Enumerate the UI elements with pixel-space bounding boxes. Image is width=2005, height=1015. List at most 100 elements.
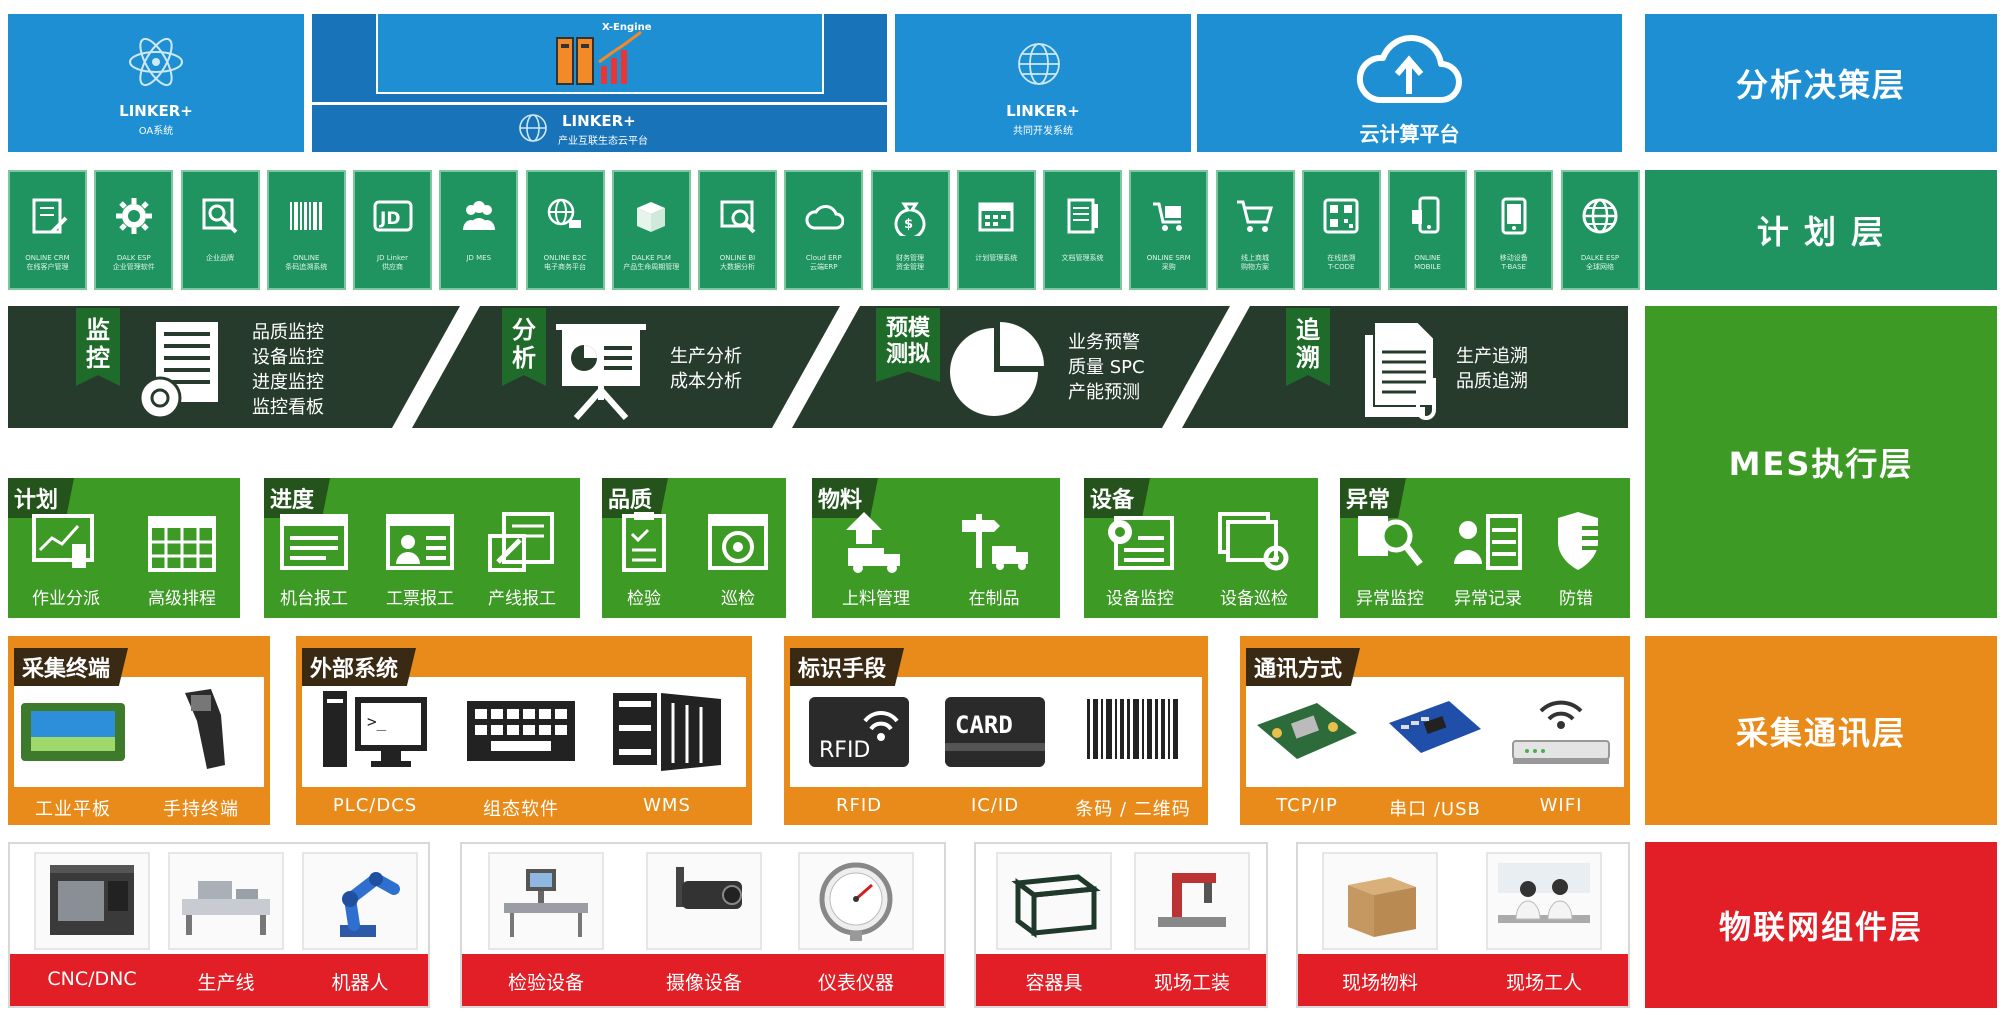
tablet-icon xyxy=(1501,197,1527,235)
collect-item-wifi: WIFI xyxy=(1496,685,1626,816)
iot-group-instruments: 检验设备 摄像设备 仪表仪器 xyxy=(460,842,946,1008)
inspection-device-picture xyxy=(488,852,604,950)
iot-item-worker: 现场工人 xyxy=(1484,852,1604,995)
clipboard-pen-icon xyxy=(488,512,554,572)
camera-list-icon xyxy=(1108,516,1174,570)
collect-item-label: WMS xyxy=(643,795,691,816)
cloud-platform-panel: 云计算平台 xyxy=(1197,14,1622,152)
document-edit-icon xyxy=(32,198,67,234)
collect-comm-panel: 通讯方式 TCP/IP 串口 /USB WIFI xyxy=(1240,636,1630,825)
mes-item-label: 产线报工 xyxy=(488,589,556,609)
svg-text:JD: JD xyxy=(379,209,400,229)
gateway-name: 共同开发系统 xyxy=(1013,126,1073,137)
collect-external-tag: 外部系统 xyxy=(302,648,417,686)
search-window-icon xyxy=(720,200,755,234)
collect-comm-tag: 通讯方式 xyxy=(1246,648,1361,686)
mes-item-label: 上料管理 xyxy=(842,589,910,609)
oa-system-panel: LINKER+ OA系统 xyxy=(8,14,304,152)
mes-quality-panel: 品质 检验 巡检 xyxy=(602,478,786,618)
mes-equipment-tag: 设备 xyxy=(1084,478,1151,518)
cloud-icon xyxy=(805,205,844,230)
platform-top-label: X-Engine xyxy=(602,22,652,33)
oa-brand: LINKER+ xyxy=(119,102,193,120)
mes-item-equip-monitor: 设备监控 xyxy=(1090,510,1190,609)
signpost-truck-icon xyxy=(962,514,1028,570)
trace-lines: 生产追溯 品质追溯 xyxy=(1456,344,1528,394)
mes-item-exc-monitor: 异常监控 xyxy=(1340,510,1440,609)
mes-item-equip-patrol: 设备巡检 xyxy=(1204,510,1304,609)
collect-item-label: 组态软件 xyxy=(483,799,559,820)
container-crate-icon xyxy=(1011,874,1101,938)
ic-card-icon: CARD xyxy=(945,697,1045,767)
monitor-line: 品质监控 xyxy=(252,322,324,343)
iot-item-line: 生产线 xyxy=(166,852,286,995)
pie-chart-icon xyxy=(950,322,1044,416)
mes-item-error-proof: 防错 xyxy=(1526,510,1626,609)
iot-item-label: 生产线 xyxy=(197,972,255,994)
mes-plan-tag: 计划 xyxy=(8,478,75,518)
mes-item-inspect: 检验 xyxy=(602,510,686,609)
platform-divider xyxy=(312,102,887,105)
tag-analysis: 分析 xyxy=(502,308,546,386)
cardboard-box-picture xyxy=(1322,852,1438,950)
plan-tile-caption: 线上商城购物方案 xyxy=(1241,254,1269,271)
plan-tile-caption: JD MES xyxy=(466,254,492,262)
iot-item-inspect-device: 检验设备 xyxy=(486,852,606,995)
tag-trace: 追溯 xyxy=(1286,308,1330,386)
container-picture xyxy=(996,852,1112,950)
layer-label-plan: 计 划 层 xyxy=(1645,170,1997,290)
collect-item-config: 组态软件 xyxy=(456,685,586,821)
security-camera-icon xyxy=(676,867,742,909)
iot-item-label: 现场工人 xyxy=(1505,972,1582,994)
mes-plan-panel: 计划 作业分派 高级排程 xyxy=(8,478,240,618)
mes-item-label: 工票报工 xyxy=(386,589,454,609)
monitor-line: 设备监控 xyxy=(252,347,324,368)
plan-tile: 企业品牌 xyxy=(180,170,260,290)
handheld-scanner-icon xyxy=(185,689,225,769)
monitor-lines: 品质监控 设备监控 进度监控 监控看板 xyxy=(252,320,324,420)
plan-tile-caption: 财务管理资金管理 xyxy=(896,254,924,271)
magnify-doc-icon xyxy=(202,198,238,234)
production-line-picture xyxy=(168,852,284,950)
iot-item-label: 检验设备 xyxy=(507,972,584,994)
mes-item-label: 设备巡检 xyxy=(1220,589,1288,609)
collect-item-label: PLC/DCS xyxy=(332,795,418,816)
iot-group-bar xyxy=(1298,954,1628,1006)
notepad-icon xyxy=(1067,198,1098,234)
tag-monitor: 监控 xyxy=(76,308,120,386)
gear-icon xyxy=(115,198,152,234)
iot-group-machines: CNC/DNC 生产线 机器人 xyxy=(8,842,430,1008)
analysis-line: 成本分析 xyxy=(670,371,742,392)
tag-simulate-text: 预模测拟 xyxy=(885,316,930,367)
mes-item-label: 作业分派 xyxy=(32,589,100,609)
collect-terminal-panel: 采集终端 工业平板 手持终端 xyxy=(8,636,270,825)
collect-identify-tag: 标识手段 xyxy=(790,648,905,686)
mes-exception-panel: 异常 异常监控 异常记录 防错 xyxy=(1340,478,1630,618)
mes-item-ticket-report: 工票报工 xyxy=(370,510,470,609)
mes-item-label: 高级排程 xyxy=(148,589,216,609)
platform-name: 产业互联生态云平台 xyxy=(558,136,648,147)
calendar-icon xyxy=(148,516,216,572)
simulate-lines: 业务预警 质量 SPC 产能预测 xyxy=(1068,330,1145,405)
collect-item-label: RFID xyxy=(835,795,883,816)
industrial-tablet-icon xyxy=(21,703,125,761)
gateway-system-panel: LINKER+ 共同开发系统 xyxy=(895,14,1191,152)
iot-group-bar xyxy=(462,954,944,1006)
circuit-board-icon xyxy=(1257,703,1357,759)
browser-window-icon xyxy=(280,514,348,570)
band-dividers xyxy=(392,306,1250,428)
plan-tile-caption: 文档管理系统 xyxy=(1061,254,1104,262)
collect-item-label: 条码 / 二维码 xyxy=(1075,799,1191,820)
monitor-line: 监控看板 xyxy=(252,397,324,418)
pressure-gauge-icon xyxy=(819,862,893,941)
microcontroller-icon xyxy=(1389,701,1481,753)
